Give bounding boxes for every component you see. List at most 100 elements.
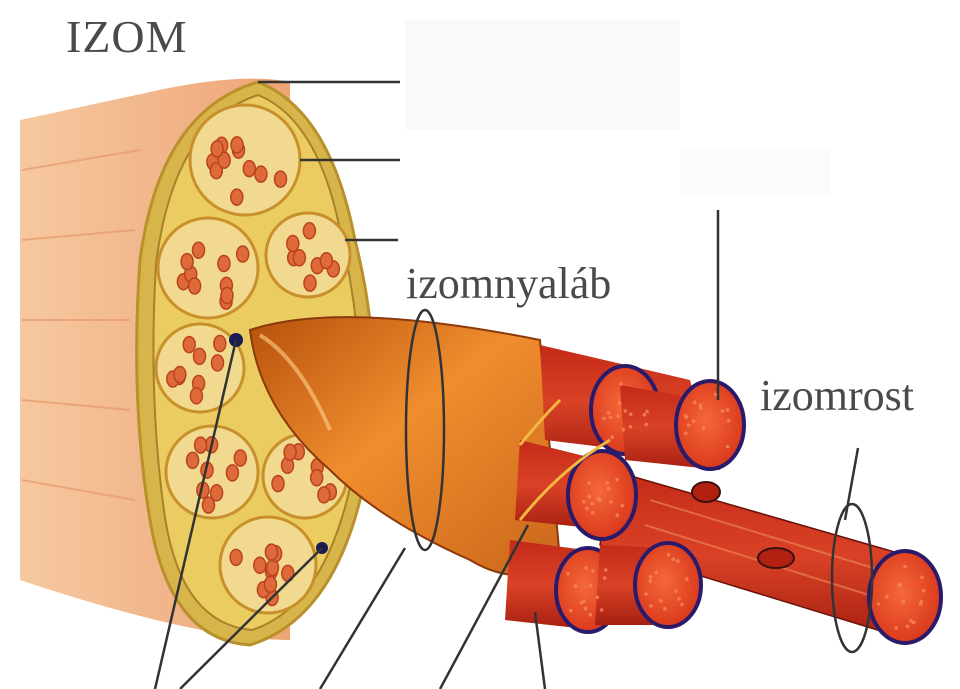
myofibril-dot [906,625,910,629]
myofibril [287,236,299,252]
myofibril [195,437,207,453]
myofibril-dot [649,604,653,608]
myofibril-dot [674,589,678,593]
myofibril-dot [920,576,924,580]
myofibril-dot [885,595,889,599]
myofibril-dot [591,511,595,515]
myofibril-dot [615,478,619,482]
myofibril-dot [654,571,658,575]
myofibril-dot [677,597,681,601]
myofibril [218,256,230,272]
myofibril [226,465,238,481]
myofibril-dot [649,579,653,583]
muscle-fiber-label: izomrost [760,374,914,418]
myofibril [311,470,323,486]
myofibril-dot [597,497,601,501]
myofibril [293,250,305,266]
myofibril-dot [877,602,881,606]
myofibril-dot [649,575,653,579]
diagram-title: IZOM [66,14,188,60]
myofibril-dot [671,558,675,562]
myofibril-dot [600,608,604,612]
myofibril [265,544,277,560]
myofibril-dot [607,411,611,415]
myofibril [181,254,193,270]
myofibril [230,549,242,565]
myofibril-dot [898,583,902,587]
myofibril-dot [624,409,628,413]
myofibril-dot [610,435,614,439]
myofibril-dot [676,559,680,563]
myofibril-dot [607,487,611,491]
myofibril-dot [699,406,703,410]
myofibril-dot [680,603,684,607]
myofibril [284,444,296,460]
myofibril-dot [643,413,647,417]
myofibril-dot [585,507,589,511]
myofibril [243,161,255,177]
myofibril [194,348,206,364]
myofibril-dot [663,607,667,611]
myofibril-dot [685,577,689,581]
myofibril [304,275,316,291]
myofibril-dot [726,445,730,449]
myofibril-dot [922,589,926,593]
myofibril-dot [582,500,586,504]
myofibril [254,557,266,573]
myofibril-dot [590,502,594,506]
myofibril-dot [589,613,593,617]
myofibril-dot [659,599,663,603]
myofibril [318,487,330,503]
myofibril [275,171,287,187]
myofibril-dot [687,424,691,428]
myofibril-dot [566,572,570,576]
myofibril [303,223,315,239]
myofibril [231,137,243,153]
myofibril-dot [629,413,633,417]
myofibril-dot [702,427,706,431]
background-panel [680,150,830,195]
myofibril-dot [588,495,592,499]
myofibril-dot [667,553,671,557]
nucleus [692,482,720,502]
myofibril-dot [645,410,649,414]
myofibril-dot [584,566,588,570]
background-panel [405,20,680,130]
myofibril [187,452,199,468]
myofibril-dot [644,423,648,427]
myofibril-dot [596,596,600,600]
myofibril-dot [615,513,619,517]
myofibril-dot [726,408,730,412]
myofibril-dot [602,417,606,421]
myofibril-dot [584,607,588,611]
myofibril-dot [903,565,907,569]
nucleus [758,548,794,568]
myofibril-dot [629,425,633,429]
myofibril-dot [609,500,613,504]
myofibril [231,189,243,205]
myofibril-dot [644,592,648,596]
muscle-fiber-end [568,451,636,539]
myofibril [221,288,233,304]
myofibril-dot [619,382,623,386]
myofibril [174,367,186,383]
myofibril [264,576,276,592]
myofibril [255,166,267,182]
myofibril [320,253,332,269]
myofibril-dot [609,416,613,420]
myofibril-dot [618,401,622,405]
myofibril [272,476,284,492]
myofibril [234,450,246,466]
myofibril-dot [622,428,626,432]
myofibril-dot [727,419,731,423]
myofibril-dot [693,401,697,405]
myofibril-dot [684,414,688,418]
myofibril-dot [912,621,916,625]
fascicle-label: izomnyaláb [406,262,611,306]
myofibril-dot [684,432,688,436]
fascicle [158,218,258,318]
myofibril [189,278,201,294]
myofibril [190,388,202,404]
myofibril-dot [692,419,696,423]
